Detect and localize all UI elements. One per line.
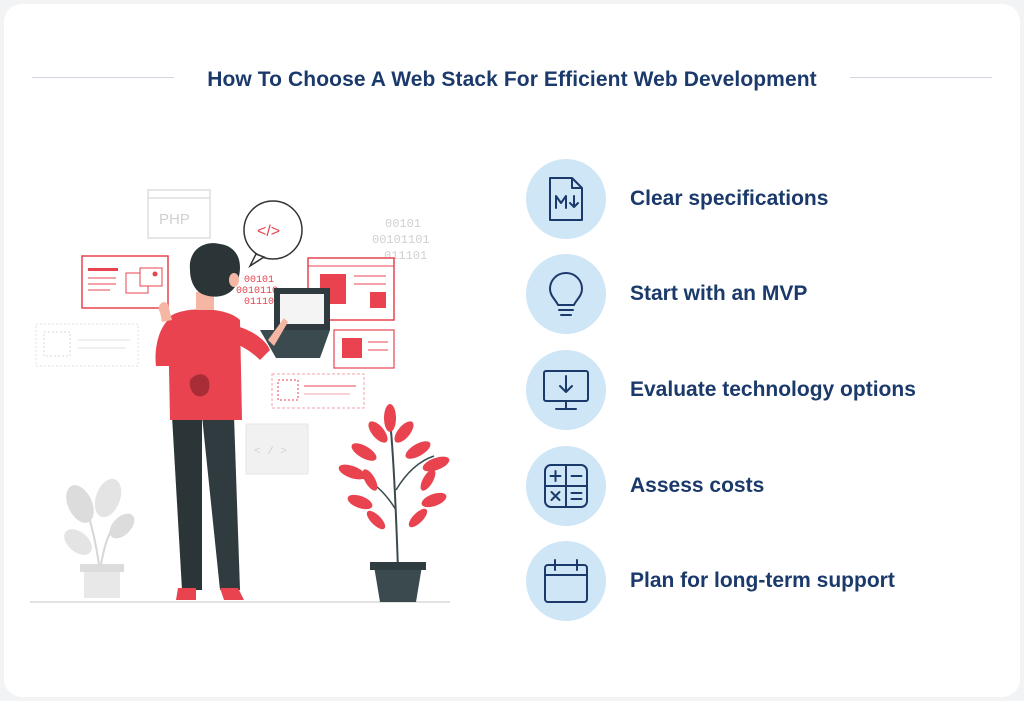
red-plant (338, 404, 450, 602)
binary-left-line-1: 00101 (244, 275, 274, 286)
calculator-icon (544, 464, 588, 508)
title-divider-right (850, 77, 992, 78)
list-item-clear-specifications: Clear specifications (526, 159, 996, 239)
lightbulb-icon (549, 272, 583, 316)
person (155, 243, 288, 600)
gray-plant (64, 478, 135, 598)
list-item-evaluate-technology-options: Evaluate technology options (526, 350, 996, 430)
markdown-file-icon (549, 177, 583, 221)
icon-circle (526, 446, 606, 526)
item-label: Start with an MVP (630, 282, 808, 305)
binary-left: 00101 0010110 011101 (236, 275, 280, 308)
list-item-assess-costs: Assess costs (526, 446, 996, 526)
binary-right-line-2: 00101101 (372, 233, 430, 247)
list-item-plan-long-term-support: Plan for long-term support (526, 541, 996, 621)
php-label: PHP (159, 211, 190, 228)
gray-code-panel: < / > (245, 423, 309, 475)
binary-left-line-2: 0010110 (236, 286, 278, 297)
binary-right-line-1: 00101 (385, 217, 421, 231)
laptop (260, 288, 330, 358)
left-wireframe-card (81, 255, 169, 309)
binary-left-line-3: 011101 (244, 297, 280, 308)
title-row: How To Choose A Web Stack For Efficient … (0, 62, 1024, 98)
calendar-icon (544, 559, 588, 603)
icon-circle (526, 541, 606, 621)
item-label: Evaluate technology options (630, 378, 916, 401)
php-window: PHP (147, 189, 211, 239)
icon-circle (526, 254, 606, 334)
item-label: Assess costs (630, 474, 765, 497)
page-title: How To Choose A Web Stack For Efficient … (207, 68, 817, 91)
binary-right: 00101 00101101 011101 (372, 217, 430, 263)
code-panel-text: < / > (254, 446, 287, 458)
code-bubble: </> (243, 200, 303, 269)
monitor-download-icon (543, 370, 589, 410)
red-dashed-card (271, 373, 365, 409)
code-tag: </> (257, 223, 280, 240)
item-label: Plan for long-term support (630, 569, 895, 592)
gray-dashed-card-left (35, 323, 139, 367)
list-item-start-with-mvp: Start with an MVP (526, 254, 996, 334)
title-divider-left (32, 77, 174, 78)
binary-right-line-3: 011101 (384, 249, 427, 263)
right-red-card (333, 329, 395, 369)
developer-illustration: PHP </> 00101 00101101 011101 00101 0010… (30, 189, 450, 603)
item-label: Clear specifications (630, 187, 829, 210)
icon-circle (526, 159, 606, 239)
icon-circle (526, 350, 606, 430)
